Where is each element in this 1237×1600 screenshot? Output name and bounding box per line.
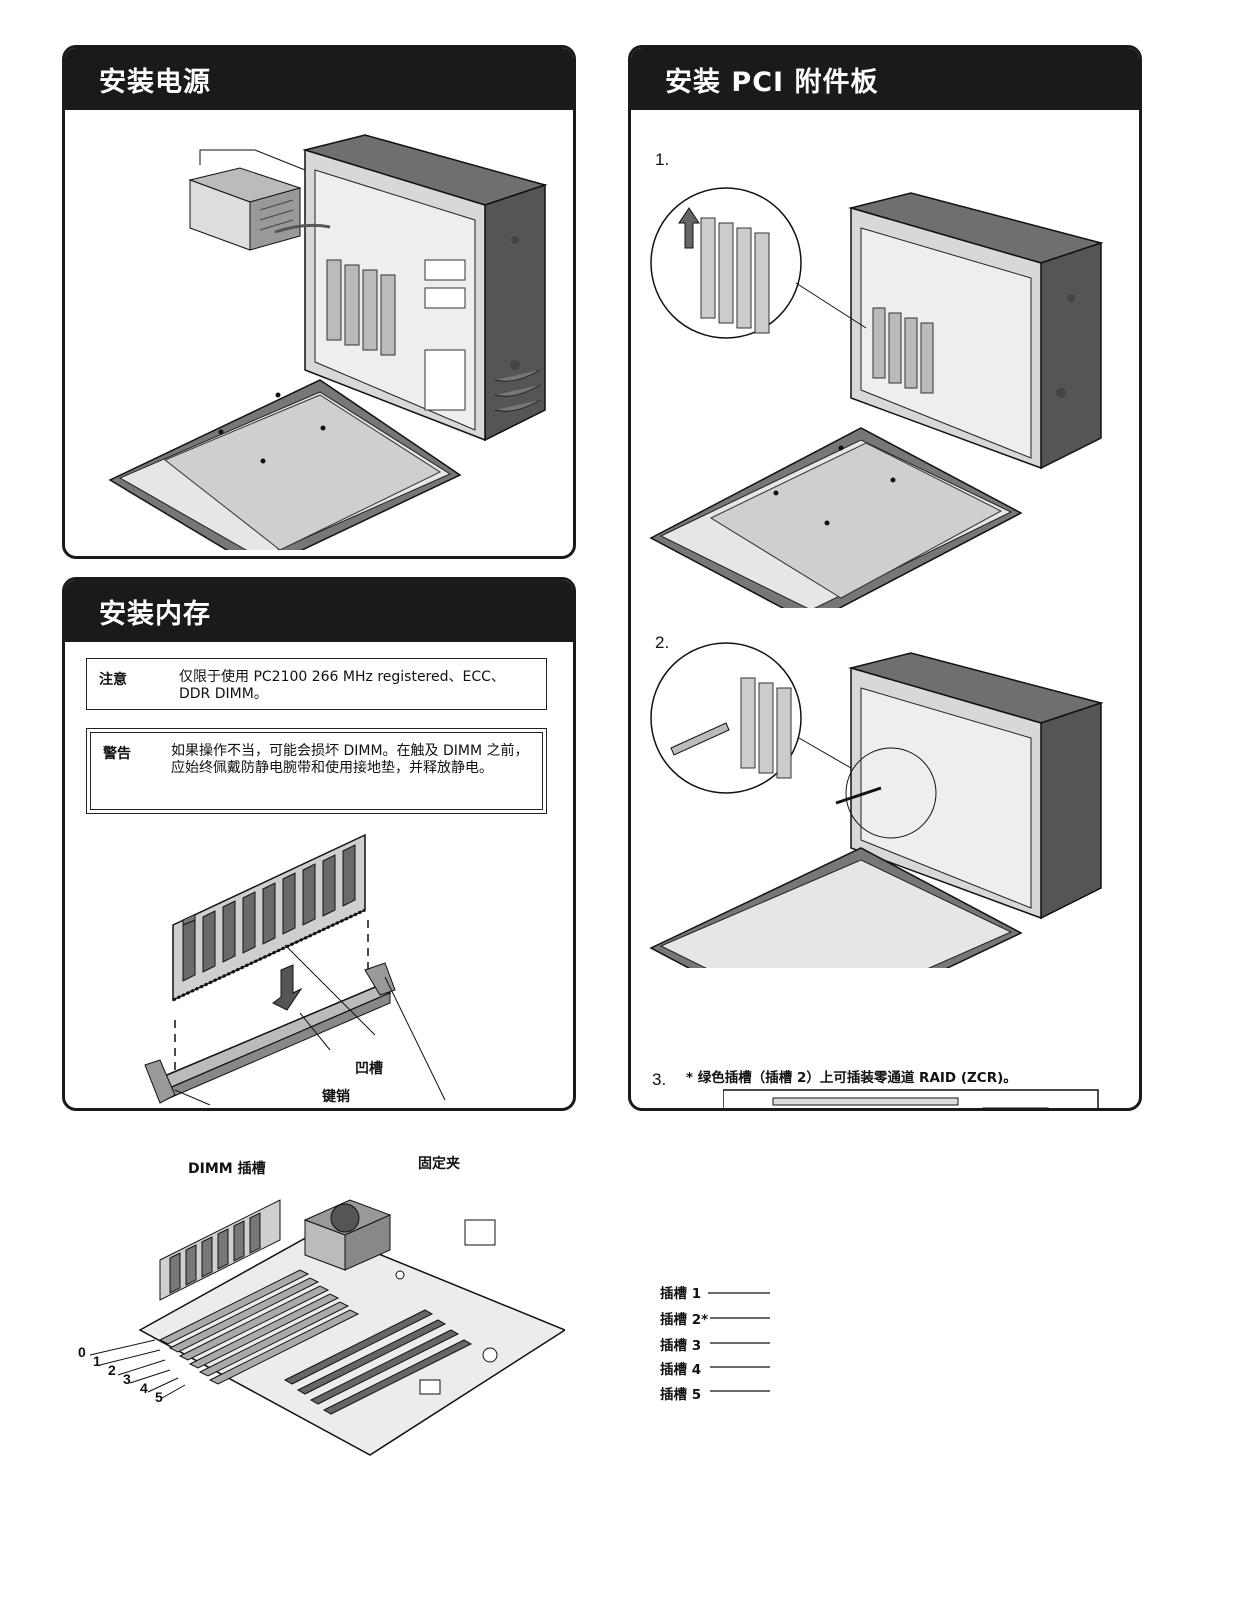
motherboard-schematic [723,1089,1099,1108]
panel-title: 安装 PCI 附件板 [665,67,879,98]
dimm-installation-illustration [144,833,446,1105]
panel-title: 安装电源 [99,67,211,98]
key-pin-callout: 键销 [322,1089,350,1105]
warning-box: 警告 如果操作不当，可能会损坏 DIMM。在触及 DIMM 之前，应始终佩戴防静… [86,728,547,814]
slot-leader-lines [708,1292,770,1392]
panel-title: 安装内存 [99,599,211,630]
panel-header: 安装 PCI 附件板 [631,48,1139,110]
step-3-label: 3. [652,1070,667,1089]
pci-slot-3-label: 插槽 3 [660,1338,702,1354]
panel-header: 安装电源 [65,48,573,110]
warning-text: 如果操作不当，可能会损坏 DIMM。在触及 DIMM 之前，应始终佩戴防静电腕带… [171,743,529,776]
notice-box: 注意 仅限于使用 PC2100 266 MHz registered、ECC、D… [86,658,547,710]
pci-slot-5-label: 插槽 5 [660,1387,702,1403]
dimm-number-3: 3 [123,1371,131,1387]
panel-header: 安装内存 [65,580,573,642]
notice-label: 注意 [99,672,127,688]
power-supply-panel: 安装电源 [62,45,576,559]
dimm-number-2: 2 [108,1362,116,1378]
notice-text: 仅限于使用 PC2100 266 MHz registered、ECC、DDR … [179,669,505,702]
dimm-number-1: 1 [93,1353,101,1369]
dimm-number-4: 4 [140,1380,148,1396]
zcr-footnote: * 绿色插槽（插槽 2）上可插装零通道 RAID (ZCR)。 [686,1070,1017,1086]
retaining-clips-callout: 固定夹 [418,1156,460,1172]
pci-panel: 安装 PCI 附件板 1. 2. 3. [628,45,1142,1111]
pci-slot-2-label: 插槽 2* [660,1312,709,1328]
dimm-number-0: 0 [78,1344,86,1360]
pci-slot-1-label: 插槽 1 [660,1286,702,1302]
notch-callout: 凹槽 [355,1061,383,1077]
pci-step2-illustration [649,642,1104,968]
pci-slot-4-label: 插槽 4 [660,1362,702,1378]
pci-step1-illustration [649,187,1104,608]
dimm-number-5: 5 [155,1389,163,1405]
motherboard-dimm-illustration [89,1199,565,1456]
step-1-label: 1. [655,150,670,169]
memory-panel: 安装内存 注意 仅限于使用 PC2100 266 MHz registered、… [62,577,576,1111]
step-2-label: 2. [655,633,670,652]
dimm-slot-callout: DIMM 插槽 [188,1161,266,1177]
warning-label: 警告 [103,746,131,762]
power-supply-illustration [108,134,548,550]
